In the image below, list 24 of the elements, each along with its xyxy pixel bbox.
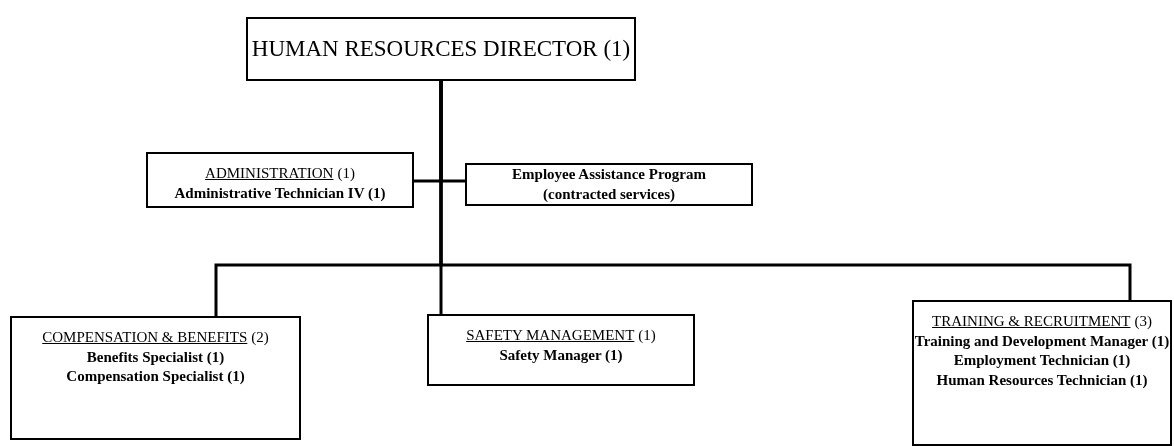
position-title: Employment Technician (1) [953, 351, 1131, 370]
department-title: COMPENSATION & BENEFITS [42, 329, 248, 345]
director-title: HUMAN RESOURCES DIRECTOR (1) [251, 36, 631, 62]
org-box [10, 316, 301, 440]
org-box [146, 152, 414, 208]
org-box [427, 314, 695, 386]
position-title: Benefits Specialist (1) [86, 347, 225, 367]
position-title: Human Resources Technician (1) [936, 370, 1148, 390]
position-title: Training and Development Manager (1) [914, 331, 1170, 351]
department-title: SAFETY MANAGEMENT [466, 327, 635, 343]
staff-count: (3) [1134, 313, 1152, 329]
connector-line [439, 81, 1132, 300]
staff-count: (1) [638, 327, 656, 343]
position-title: Safety Manager (1) [499, 345, 623, 365]
org-box [912, 300, 1172, 446]
position-title: Compensation Specialist (1) [66, 367, 245, 386]
staff-count: (1) [337, 165, 355, 181]
org-box [465, 163, 753, 206]
org-box [246, 17, 636, 81]
staff-count: (2) [251, 329, 269, 345]
department-title: ADMINISTRATION [205, 165, 334, 181]
program-title: Employee Assistance Program (contracted services) [511, 165, 707, 204]
position-title: Administrative Technician IV (1) [174, 183, 386, 203]
department-title: TRAINING & RECRUITMENT [932, 313, 1131, 329]
